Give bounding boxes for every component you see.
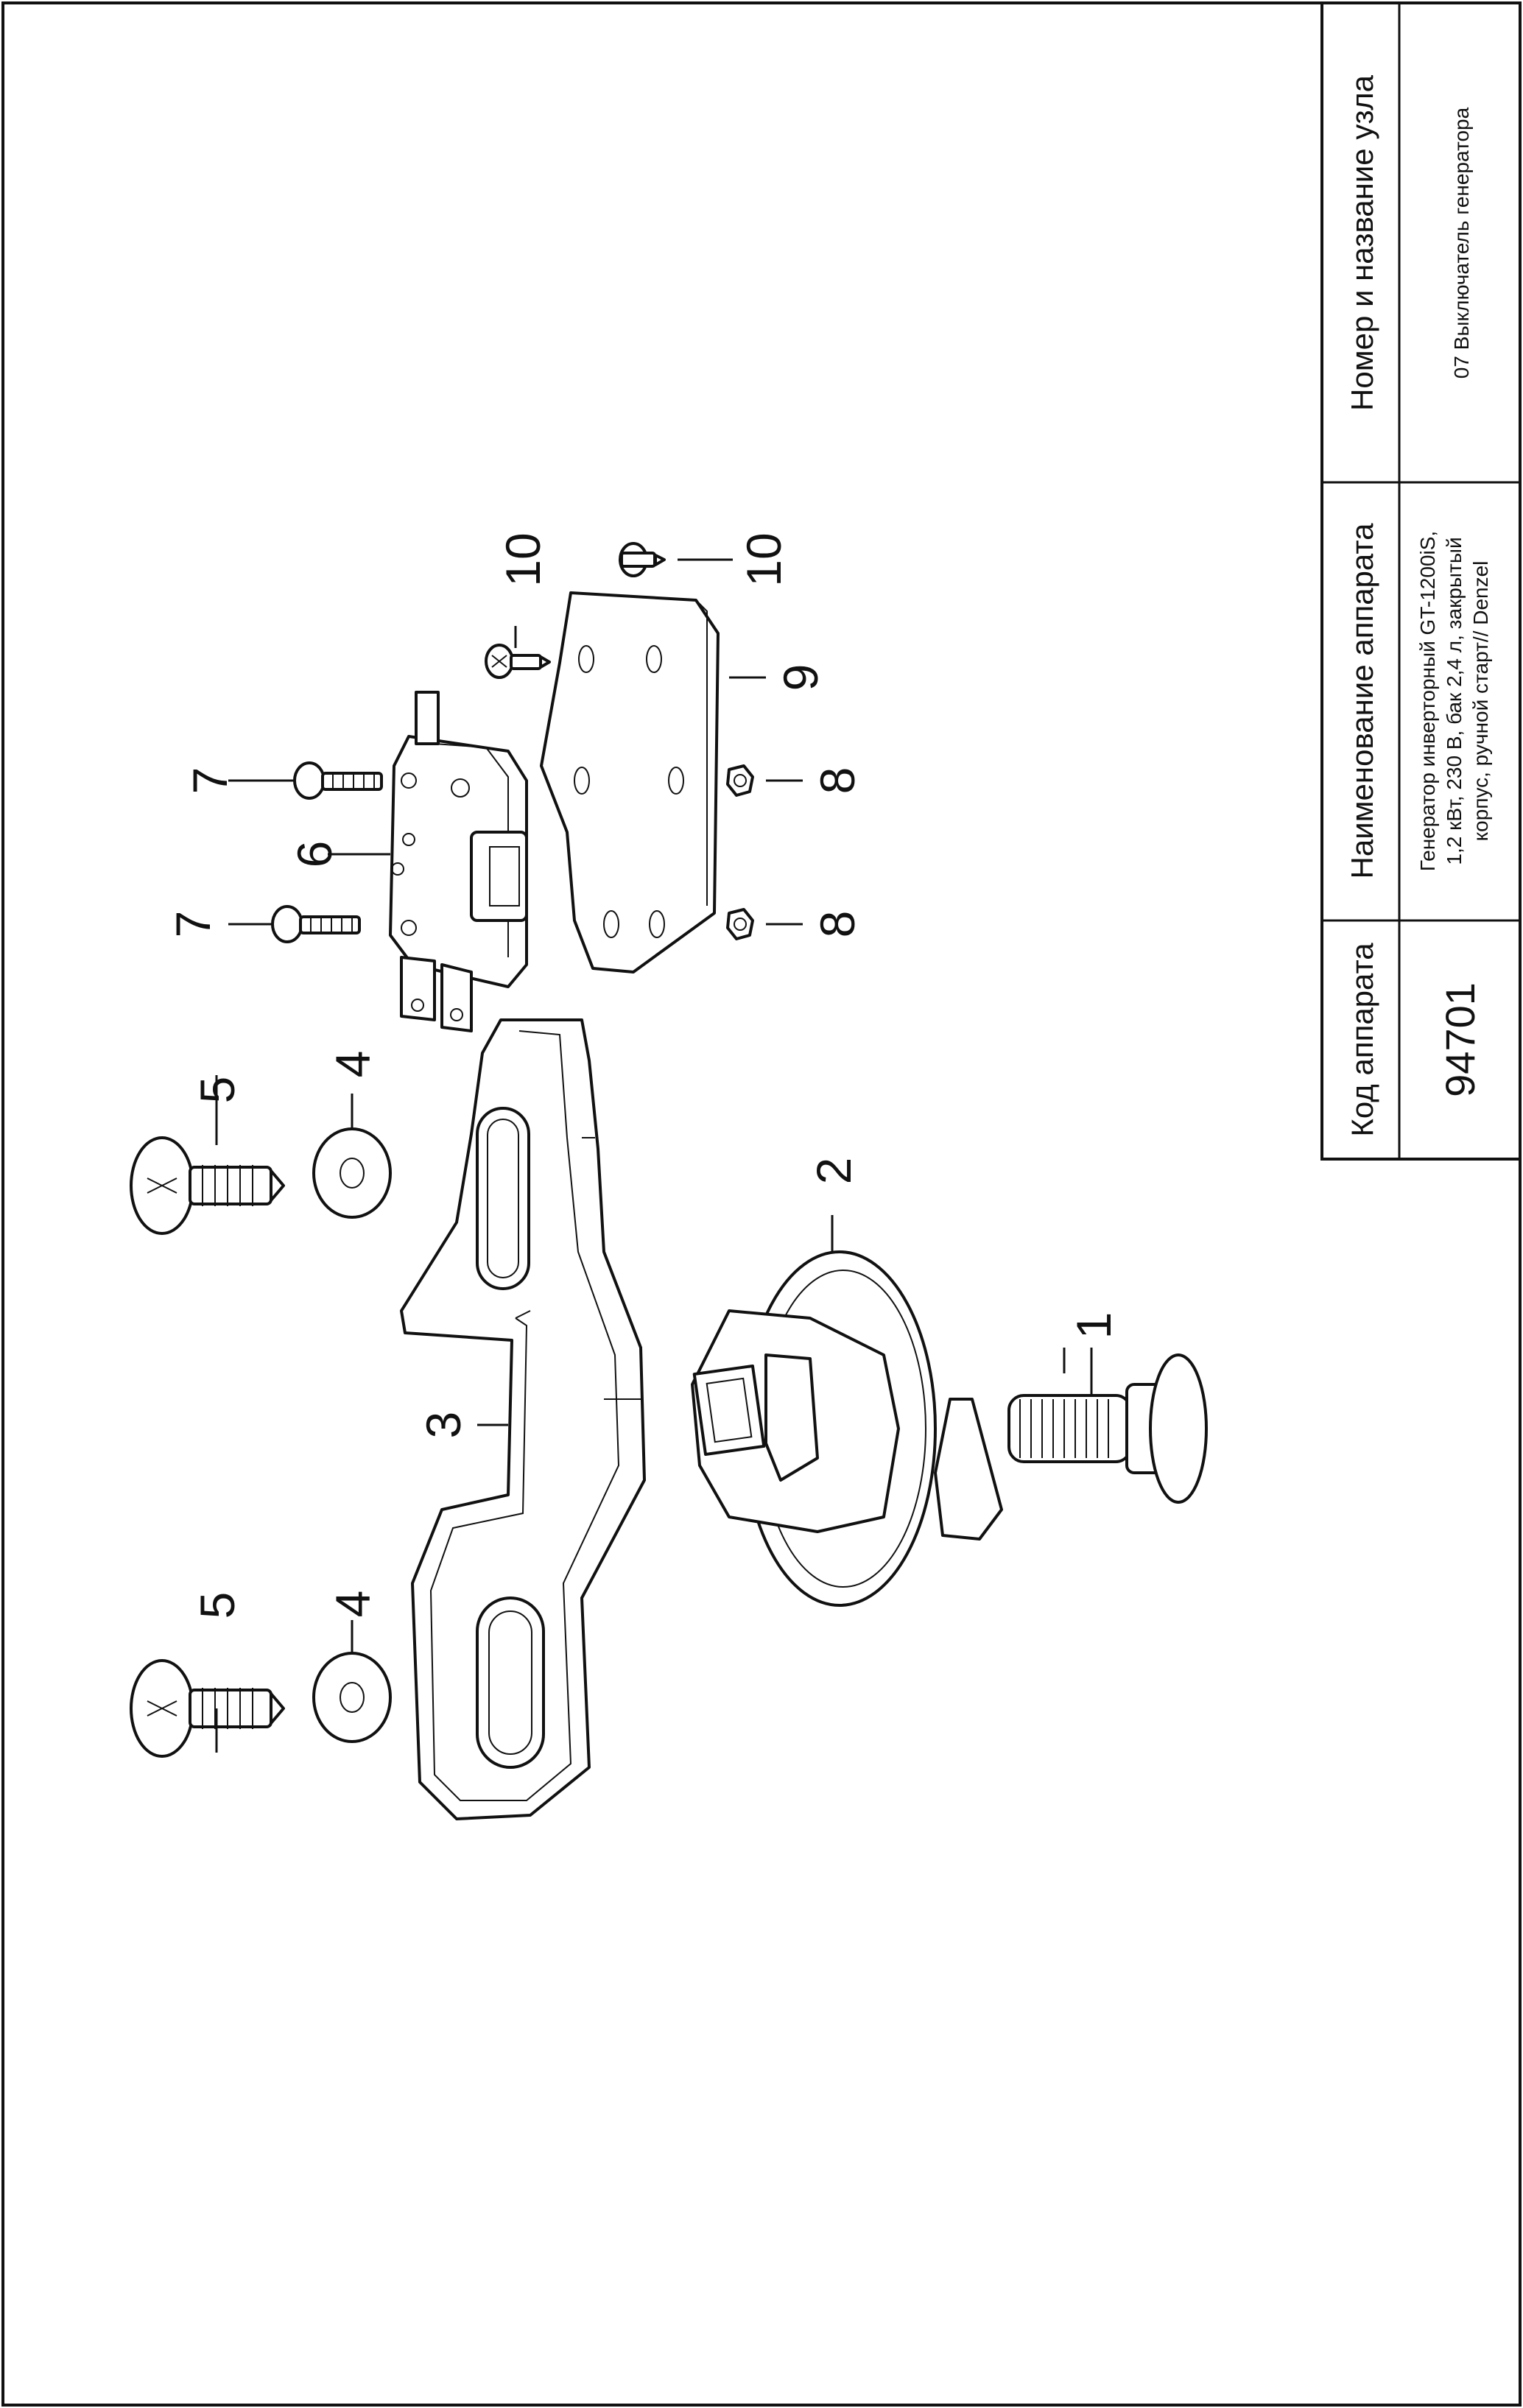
device-name-line-2: 1,2 кВт, 230 В, бак 2,4 л, закрытый (1443, 537, 1466, 865)
node-name: 07 Выключатель генератора (1450, 107, 1473, 379)
part-7-screw-a (293, 761, 383, 800)
callout-4b: 4 (326, 1051, 380, 1078)
callout-10b: 10 (736, 532, 791, 586)
device-name-line-3: корпус, ручной старт// Denzel (1469, 561, 1492, 842)
callout-5a: 5 (190, 1592, 245, 1619)
title-block: Код аппарата Наименование аппарата Номер… (1320, 1, 1522, 1161)
node-header: Номер и название узла (1345, 74, 1379, 411)
callout-7b: 7 (166, 911, 220, 938)
device-header: Наименование аппарата (1345, 523, 1379, 879)
part-8-nut-b (726, 908, 754, 940)
callout-8b: 8 (810, 911, 865, 938)
device-name-line-1: Генератор инверторный GT-1200iS, (1416, 531, 1439, 871)
part-3-bracket (400, 1018, 646, 1820)
leader-lines (215, 558, 1093, 1753)
part-8-nut-a (726, 764, 754, 797)
code-header: Код аппарата (1345, 943, 1379, 1137)
part-2-knob (691, 1250, 1003, 1607)
part-4-washer-a (312, 1652, 392, 1743)
callout-6: 6 (287, 841, 342, 868)
callout-1: 1 (1066, 1312, 1121, 1339)
part-10-screw-b (619, 542, 666, 577)
device-code: 94701 (1437, 982, 1483, 1097)
part-9-mounting-plate (540, 591, 720, 974)
callout-9: 9 (773, 664, 828, 691)
part-5-screw-a (130, 1659, 285, 1758)
callout-7a: 7 (183, 767, 237, 795)
callout-5b: 5 (190, 1077, 245, 1104)
callout-8a: 8 (810, 767, 865, 795)
part-4-washer-b (312, 1127, 392, 1219)
part-10-screw-a (485, 644, 551, 679)
part-7-screw-b (271, 905, 361, 943)
part-6-micro-switch (389, 691, 528, 1032)
part-5-screw-b (130, 1136, 285, 1235)
callout-numbers: 1 2 3 4 4 5 5 6 7 7 8 8 9 10 10 (166, 532, 1121, 1619)
callout-10a: 10 (496, 532, 550, 586)
callout-3: 3 (416, 1412, 471, 1439)
callout-4a: 4 (326, 1591, 380, 1618)
callout-2: 2 (806, 1158, 861, 1185)
part-1-bolt (1007, 1353, 1208, 1504)
